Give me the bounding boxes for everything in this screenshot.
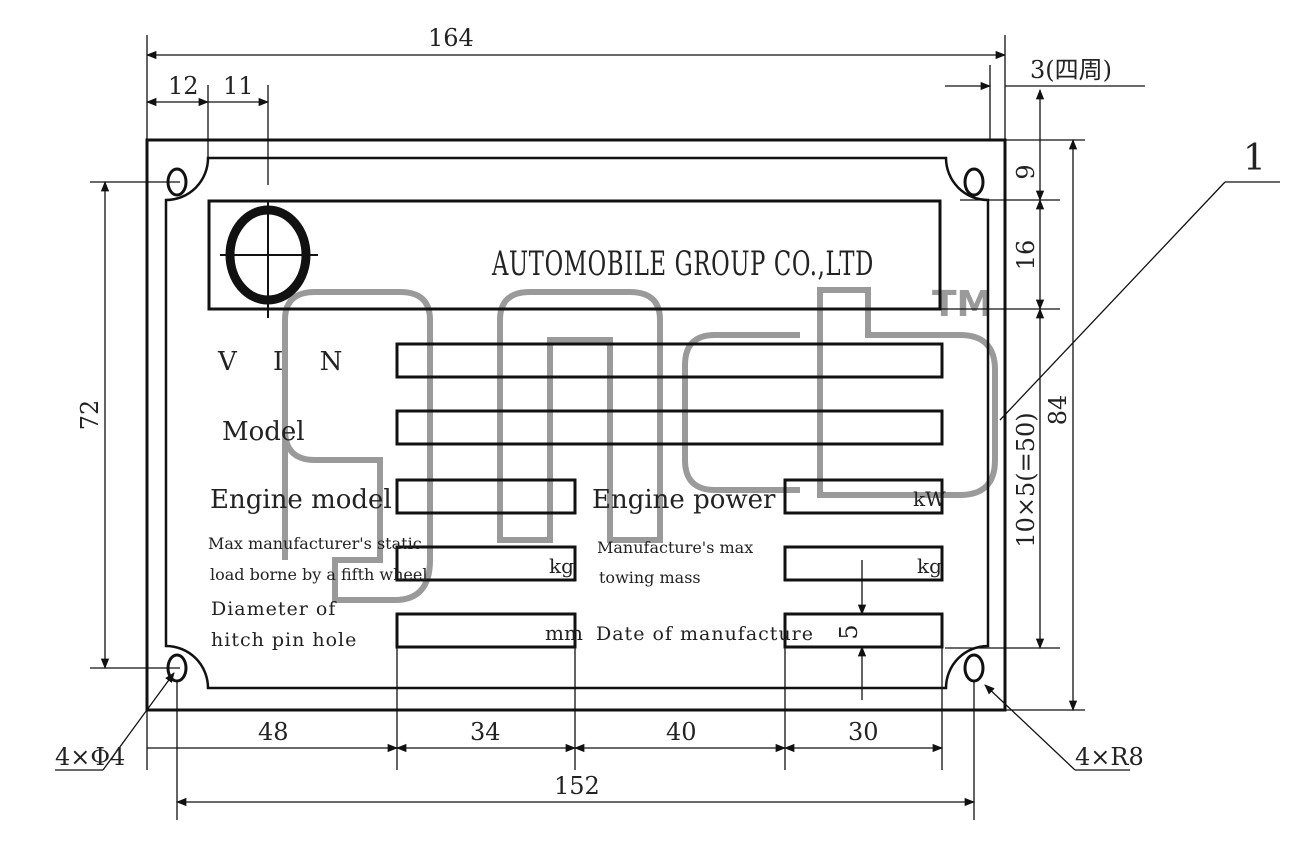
static-load-field xyxy=(395,545,577,582)
dim-title-height: 16 xyxy=(1012,240,1040,271)
plate-title: AUTOMOBILE GROUP CO.,LTD xyxy=(491,244,874,284)
plate-outer-border xyxy=(145,138,1007,712)
engine-model-field xyxy=(395,478,577,515)
dim-hole-spacing-vertical: 72 xyxy=(76,400,104,431)
model-label: Model xyxy=(222,417,305,447)
towing-mass-field xyxy=(783,545,944,582)
static-load-unit: kg xyxy=(549,554,574,578)
dim-rows-spacing: 10×5(=50) xyxy=(1012,412,1040,547)
callout-corner-radius: 4×R8 xyxy=(1075,743,1144,771)
date-label: Date of manufacture xyxy=(596,623,814,645)
model-field xyxy=(395,409,944,446)
dim-overall-height: 84 xyxy=(1044,395,1072,426)
hole-bottom-right xyxy=(963,653,985,683)
towing-mass-label-line1: Manufacture's max xyxy=(597,538,753,557)
towing-mass-label-line2: towing mass xyxy=(599,568,701,587)
static-load-label-line1: Max manufacturer's static xyxy=(208,534,422,553)
watermark-letter-g xyxy=(282,289,433,603)
pin-hole-field xyxy=(395,612,577,649)
dim-field-height: 5 xyxy=(835,624,863,639)
engine-power-field xyxy=(783,478,944,515)
title-band xyxy=(207,199,942,311)
dim-overall-width: 164 xyxy=(428,24,474,52)
dim-logo-offset: 11 xyxy=(223,72,254,100)
engine-power-label: Engine power xyxy=(592,485,776,515)
callout-holes: 4×Φ4 xyxy=(55,743,125,771)
hole-top-right xyxy=(963,167,985,197)
engine-model-label: Engine model xyxy=(210,485,392,515)
dim-col1: 48 xyxy=(258,718,289,746)
dim-top-row: 9 xyxy=(1012,164,1040,179)
dim-border: 3(四周) xyxy=(1030,56,1112,84)
dim-col2: 34 xyxy=(470,718,501,746)
watermark-tm: TM xyxy=(932,284,992,325)
vin-label: V I N xyxy=(217,347,356,377)
watermark-letter-d xyxy=(817,287,998,498)
dim-left-offset: 12 xyxy=(168,72,199,100)
dimension-lines xyxy=(55,35,1280,820)
dim-hole-spacing-horizontal: 152 xyxy=(554,772,600,800)
dim-col4: 30 xyxy=(848,718,879,746)
towing-mass-unit: kg xyxy=(917,554,942,578)
static-load-label-line2: load borne by a fifth wheel xyxy=(210,565,427,584)
watermark-letter-n xyxy=(497,289,663,543)
plate-inner-border xyxy=(164,156,990,690)
logo-icon xyxy=(220,200,318,318)
pin-hole-label-line1: Diameter of xyxy=(211,598,337,620)
callout-part-number: 1 xyxy=(1243,138,1266,179)
pin-hole-unit: mm xyxy=(545,621,583,645)
pin-hole-label-line2: hitch pin hole xyxy=(211,629,357,651)
dim-col3: 40 xyxy=(666,718,697,746)
plate xyxy=(145,138,1007,712)
vin-field xyxy=(395,342,944,379)
engine-power-unit: kW xyxy=(913,487,946,511)
